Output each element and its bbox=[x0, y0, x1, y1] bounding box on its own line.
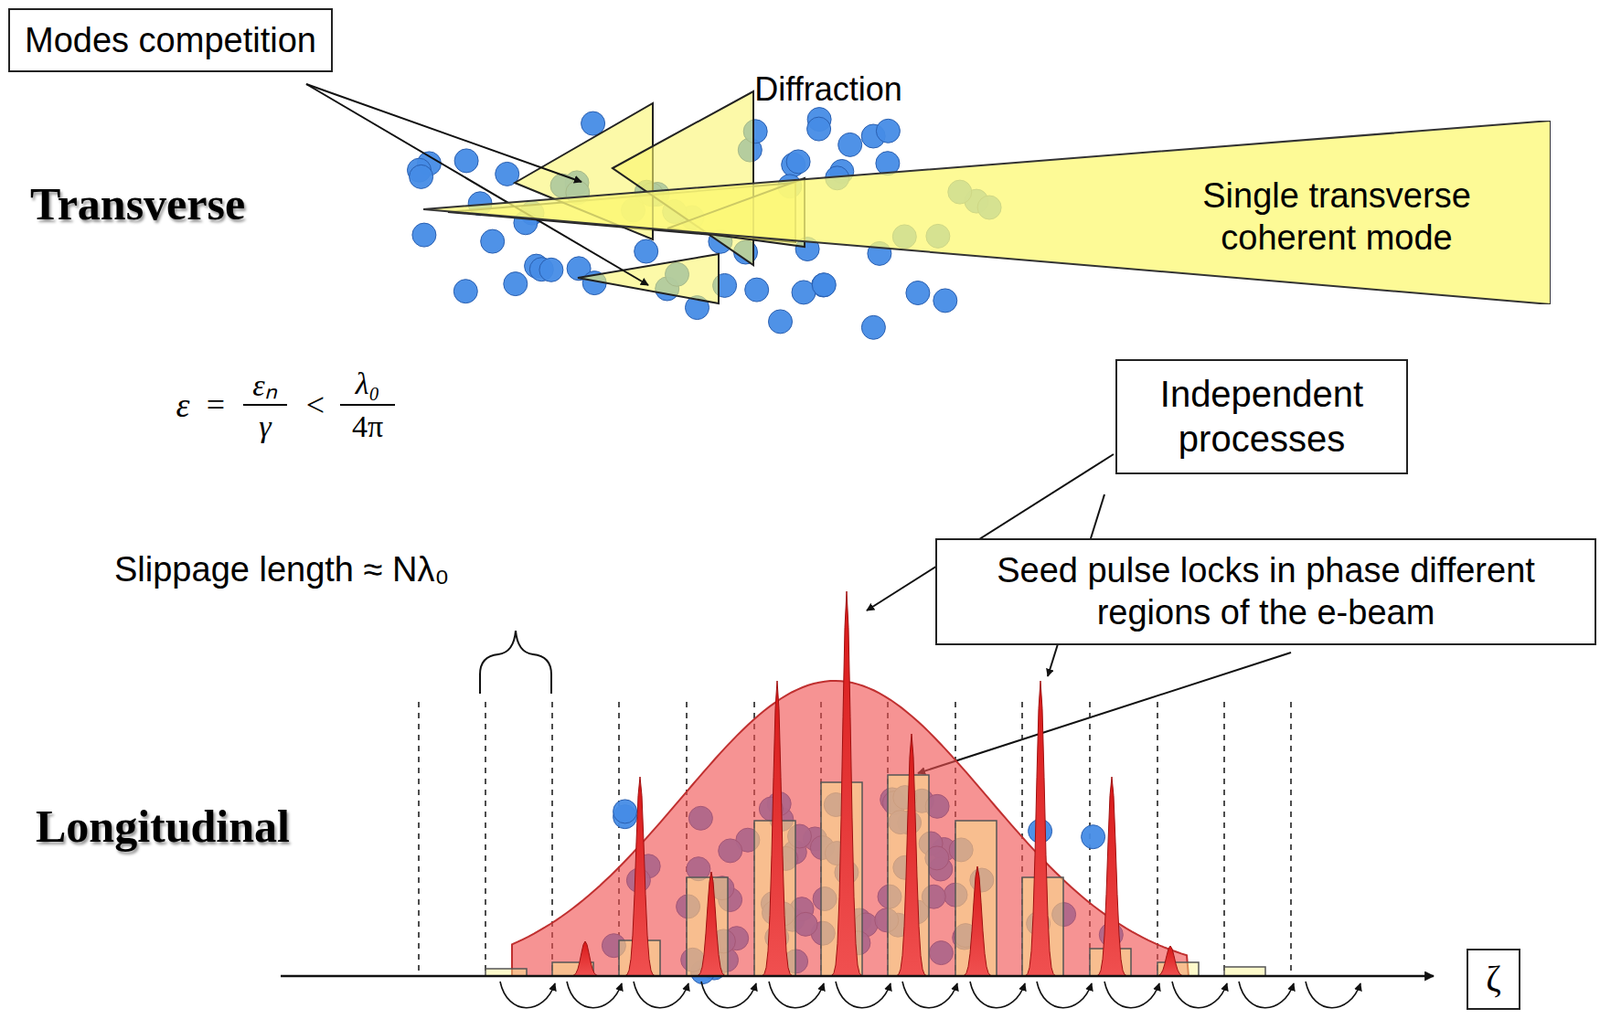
annotation: Diffraction bbox=[754, 70, 902, 109]
axis bbox=[280, 975, 1434, 979]
slice-divider bbox=[1223, 702, 1226, 977]
electron-dot bbox=[933, 288, 958, 313]
electron-dot bbox=[811, 273, 836, 298]
formula-symbol: γ bbox=[258, 409, 271, 445]
electron-dot bbox=[539, 257, 564, 282]
electron-dot bbox=[1081, 825, 1106, 850]
electron-dot bbox=[634, 239, 659, 264]
node-text: ζ bbox=[1485, 957, 1502, 1003]
electron-dot bbox=[409, 164, 434, 189]
node-text: Independent processes bbox=[1126, 372, 1398, 462]
section-title: Transverse bbox=[30, 177, 246, 231]
slippage-arrow bbox=[768, 981, 824, 1009]
callout-box: Modes competition bbox=[8, 8, 333, 73]
field-spike bbox=[1146, 946, 1195, 977]
electron-dot bbox=[412, 223, 437, 247]
mode-cone bbox=[577, 254, 719, 304]
electron-dot bbox=[861, 315, 886, 340]
slippage-arrow bbox=[970, 981, 1025, 1009]
cone-shape bbox=[423, 120, 1551, 305]
electron-dot bbox=[786, 149, 811, 174]
formula-symbol: εₙ bbox=[252, 362, 278, 406]
slippage-arrow bbox=[902, 981, 958, 1009]
field-spike bbox=[822, 591, 871, 977]
node-text: Modes competition bbox=[24, 19, 317, 62]
slippage-arrow bbox=[701, 981, 757, 1009]
electron-dot bbox=[613, 800, 638, 824]
field-spike bbox=[887, 734, 936, 977]
field-spike bbox=[616, 777, 664, 977]
dimension-label: Slippage length ≈ Nλ₀ bbox=[114, 550, 449, 590]
field-spike bbox=[753, 681, 801, 977]
fraction-bar bbox=[243, 404, 288, 406]
electron-dot bbox=[453, 279, 478, 304]
leader-line bbox=[306, 84, 582, 182]
slippage-arrow bbox=[566, 981, 622, 1009]
field-spikes bbox=[561, 591, 1195, 977]
slippage-arrow bbox=[1036, 981, 1092, 1009]
field-spike bbox=[1088, 777, 1136, 977]
field-spike bbox=[1016, 681, 1065, 977]
field-spike bbox=[953, 866, 1002, 977]
electron-dot bbox=[454, 149, 479, 173]
slippage-arrow bbox=[1238, 981, 1294, 1009]
axis-label-box: ζ bbox=[1466, 949, 1521, 1011]
formula-symbol: < bbox=[306, 385, 325, 425]
slice-bars bbox=[485, 775, 1266, 977]
section-title: Longitudinal bbox=[35, 800, 290, 854]
electron-dot bbox=[581, 111, 606, 136]
electron-dot bbox=[768, 309, 793, 334]
callout-box: Seed pulse locks in phase different regi… bbox=[935, 538, 1597, 646]
mode-cone bbox=[612, 91, 754, 266]
electron-dot bbox=[503, 272, 528, 297]
electron-dot bbox=[875, 118, 900, 143]
coherent-mode-cone: Single transverse coherent mode bbox=[423, 120, 1551, 305]
electron-dot bbox=[480, 229, 505, 254]
field-spike bbox=[561, 941, 609, 977]
slippage-brace bbox=[480, 630, 552, 694]
node-text: Seed pulse locks in phase different regi… bbox=[973, 549, 1558, 635]
fraction-bar bbox=[340, 404, 395, 406]
electron-dot bbox=[838, 132, 863, 157]
slippage-arrow bbox=[1104, 981, 1160, 1009]
electron-dot bbox=[745, 277, 769, 302]
electron-dot bbox=[906, 281, 930, 306]
formula-symbol: λ₀ bbox=[355, 366, 381, 402]
slice-bar bbox=[1224, 967, 1266, 977]
node-text: Single transverse coherent mode bbox=[1162, 174, 1511, 260]
slippage-arrow bbox=[633, 981, 689, 1009]
slice-divider bbox=[484, 702, 487, 977]
leader-line bbox=[917, 652, 1291, 774]
field-spike bbox=[687, 872, 736, 977]
slippage-arrow bbox=[1305, 981, 1361, 1009]
slice-divider bbox=[417, 702, 420, 977]
formula-symbol: = bbox=[206, 385, 225, 425]
electron-dot bbox=[807, 117, 832, 141]
slippage-arrows bbox=[500, 981, 1361, 1009]
slippage-arrow bbox=[500, 981, 555, 1009]
slice-divider bbox=[1156, 702, 1159, 977]
leader-line bbox=[306, 84, 649, 286]
slippage-arrow bbox=[835, 981, 891, 1009]
formula-symbol: 4π bbox=[352, 409, 384, 445]
slice-divider bbox=[1290, 702, 1292, 977]
callout-box: Independent processes bbox=[1115, 359, 1408, 475]
slippage-arrow bbox=[1172, 981, 1227, 1009]
formula-symbol: ε bbox=[176, 384, 191, 426]
